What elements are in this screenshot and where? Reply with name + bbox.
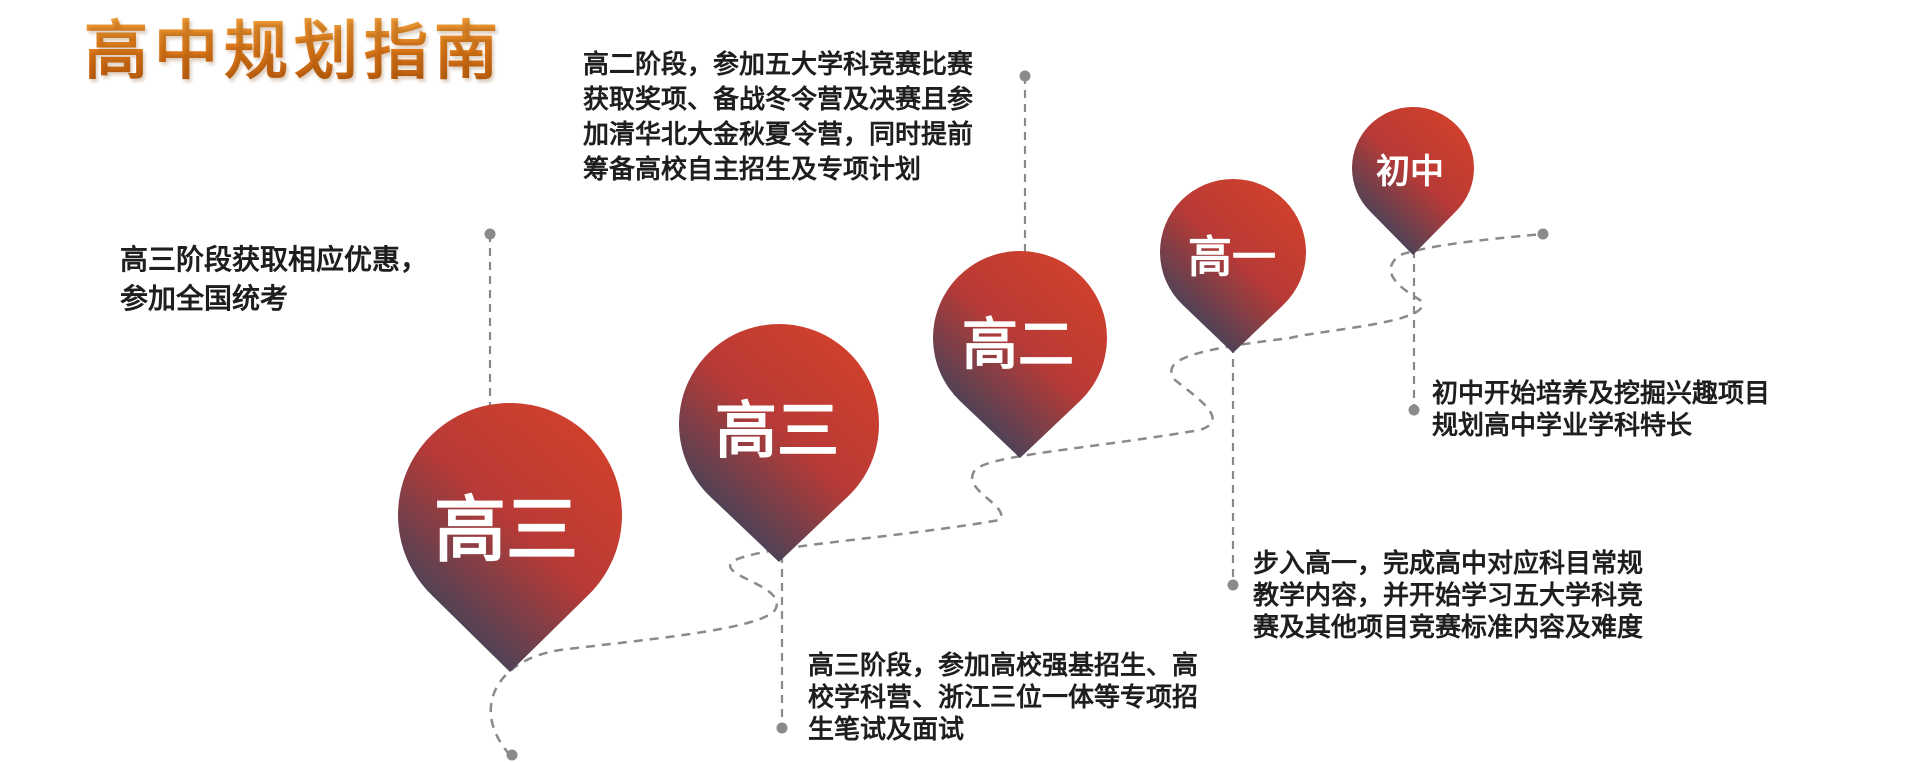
pin-2-shape — [678, 324, 879, 562]
pin-3-label: 高二 — [962, 313, 1074, 378]
path-start-dot — [1537, 228, 1549, 240]
connector-dot-1 — [484, 228, 496, 240]
description-gaosan-2: 高三阶段，参加高校强基招生、高 校学科营、浙江三位一体等专项招 生笔试及面试 — [808, 651, 1199, 745]
connector-dot-2 — [776, 722, 788, 734]
path-end-dot — [506, 749, 518, 761]
pin-5-label: 初中 — [1376, 152, 1444, 192]
pin-4-shape — [1160, 179, 1306, 353]
pin-3-shape — [933, 251, 1108, 458]
description-gaosan-1: 高三阶段获取相应优惠， 参加全国统考 — [120, 243, 429, 315]
pin-2-label: 高三 — [715, 394, 839, 467]
pin-3: 高二 — [933, 251, 1108, 458]
pin-5-shape — [1352, 107, 1474, 256]
pin-2: 高三 — [678, 324, 879, 562]
pin-4-label: 高一 — [1188, 232, 1276, 283]
description-gaoer: 高二阶段，参加五大学科竞赛比赛 获取奖项、备战冬令营及决赛且参 加清华北大金秋夏… — [583, 50, 974, 185]
pin-1: 高三 — [398, 403, 622, 672]
description-chuzhong: 初中开始培养及挖掘兴趣项目 规划高中学业学科特长 — [1432, 379, 1771, 441]
pin-4: 高一 — [1160, 179, 1306, 353]
pin-1-shape — [398, 403, 622, 672]
connector-dot-4 — [1227, 579, 1239, 591]
description-gaoyi: 步入高一，完成高中对应科目常规 教学内容，并开始学习五大学科竞 赛及其他项目竞赛… — [1253, 549, 1644, 643]
connector-dot-3 — [1019, 70, 1031, 82]
pin-1-label: 高三 — [434, 488, 578, 572]
timeline-path — [489, 232, 1543, 756]
pin-5: 初中 — [1352, 107, 1474, 256]
connector-dot-5 — [1408, 404, 1420, 416]
page-title: 高中规划指南 — [84, 0, 504, 92]
